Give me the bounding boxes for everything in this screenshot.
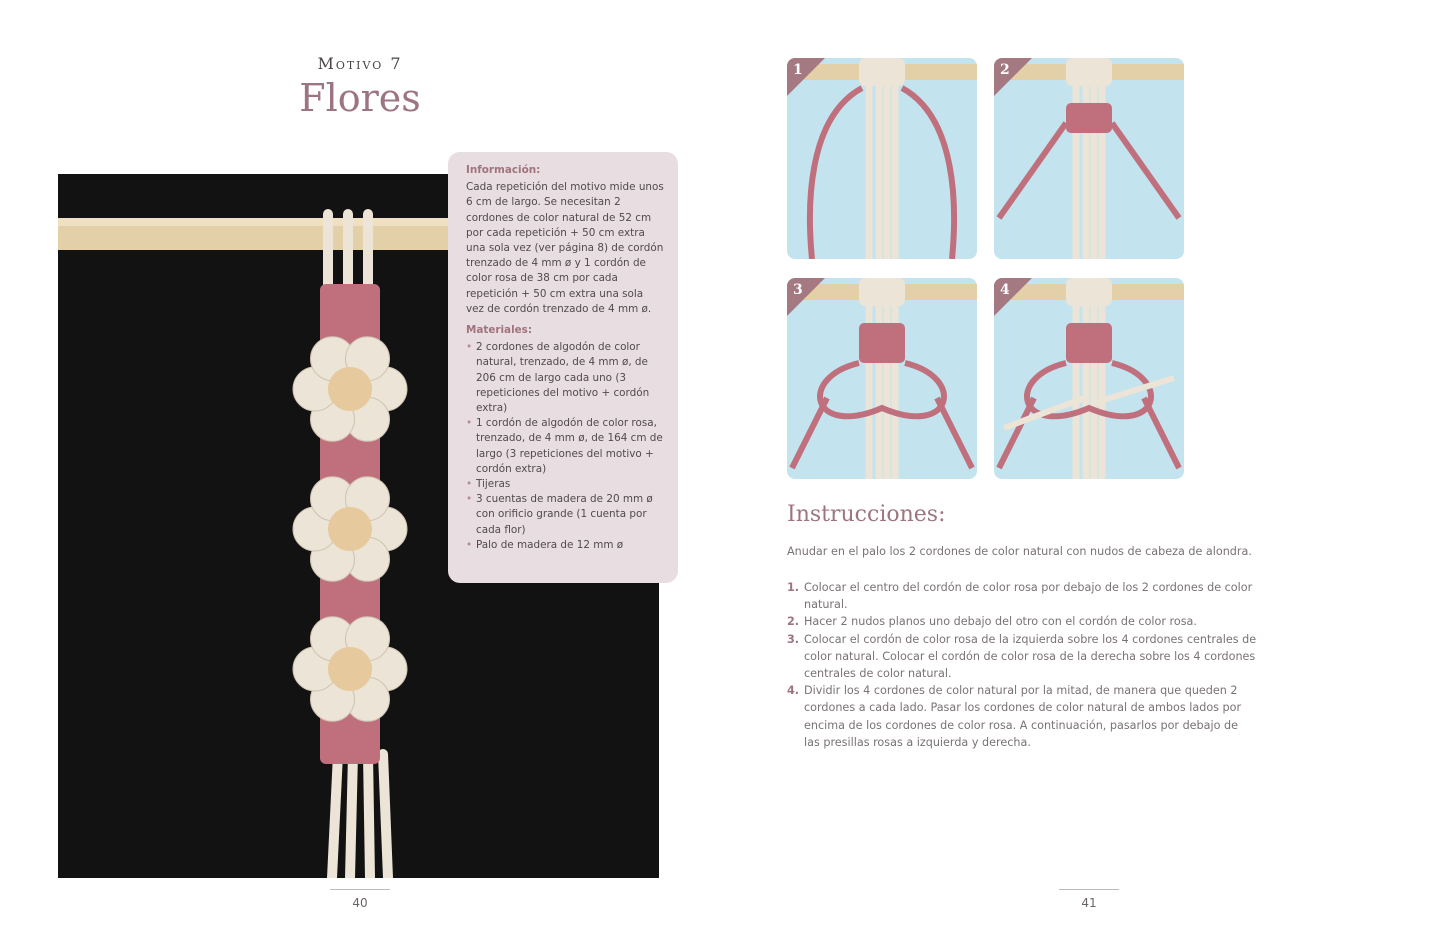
instruction-step: 4.Dividir los 4 cordones de color natura…	[787, 684, 1242, 749]
motif-label: Motivo 7	[317, 54, 403, 73]
wooden-bead	[328, 367, 372, 411]
materials-list: 2 cordones de algodón de color natural, …	[466, 340, 664, 553]
info-text: Cada repetición del motivo mide unos 6 c…	[466, 181, 664, 315]
material-item: Tijeras	[466, 477, 664, 492]
page-title: Flores	[299, 76, 421, 120]
instructions-title: Instrucciones:	[787, 502, 946, 527]
step-badge	[787, 278, 825, 316]
material-item: 3 cuentas de madera de 20 mm ø con orifi…	[466, 492, 664, 538]
material-item: 1 cordón de algodón de color rosa, trenz…	[466, 416, 664, 477]
step-number: 1	[793, 62, 803, 78]
instructions-intro: Anudar en el palo los 2 cordones de colo…	[787, 545, 1252, 558]
step-photo-1: 1	[787, 58, 977, 259]
material-item: 2 cordones de algodón de color natural, …	[466, 340, 664, 416]
info-box: Información: Cada repetición del motivo …	[448, 152, 678, 583]
page-divider	[1059, 889, 1119, 890]
material-item: Palo de madera de 12 mm ø	[466, 538, 664, 553]
step-photo-4: 4	[994, 278, 1184, 479]
info-heading: Información:	[466, 164, 541, 176]
step-number: 2	[1000, 62, 1010, 78]
page-divider	[330, 889, 390, 890]
page-number-left: 40	[352, 896, 368, 910]
flower	[292, 336, 408, 442]
instruction-step: 1.Colocar el centro del cordón de color …	[787, 581, 1253, 612]
flower	[292, 476, 408, 582]
step-badge	[787, 58, 825, 96]
wooden-bead	[328, 647, 372, 691]
wooden-bead	[328, 507, 372, 551]
step-number: 4	[1000, 282, 1010, 298]
instruction-step: 2.Hacer 2 nudos planos uno debajo del ot…	[787, 615, 1197, 629]
step-photo-2: 2	[994, 58, 1184, 259]
step-badge	[994, 278, 1032, 316]
materials-heading: Materiales:	[466, 324, 533, 337]
instructions-list: 1.Colocar el centro del cordón de color …	[787, 579, 1257, 751]
step-number: 3	[793, 282, 803, 298]
page-number-right: 41	[1081, 896, 1097, 910]
step-badge	[994, 58, 1032, 96]
step-photo-3: 3	[787, 278, 977, 479]
instruction-step: 3.Colocar el cordón de color rosa de la …	[787, 632, 1257, 681]
flower	[292, 616, 408, 722]
